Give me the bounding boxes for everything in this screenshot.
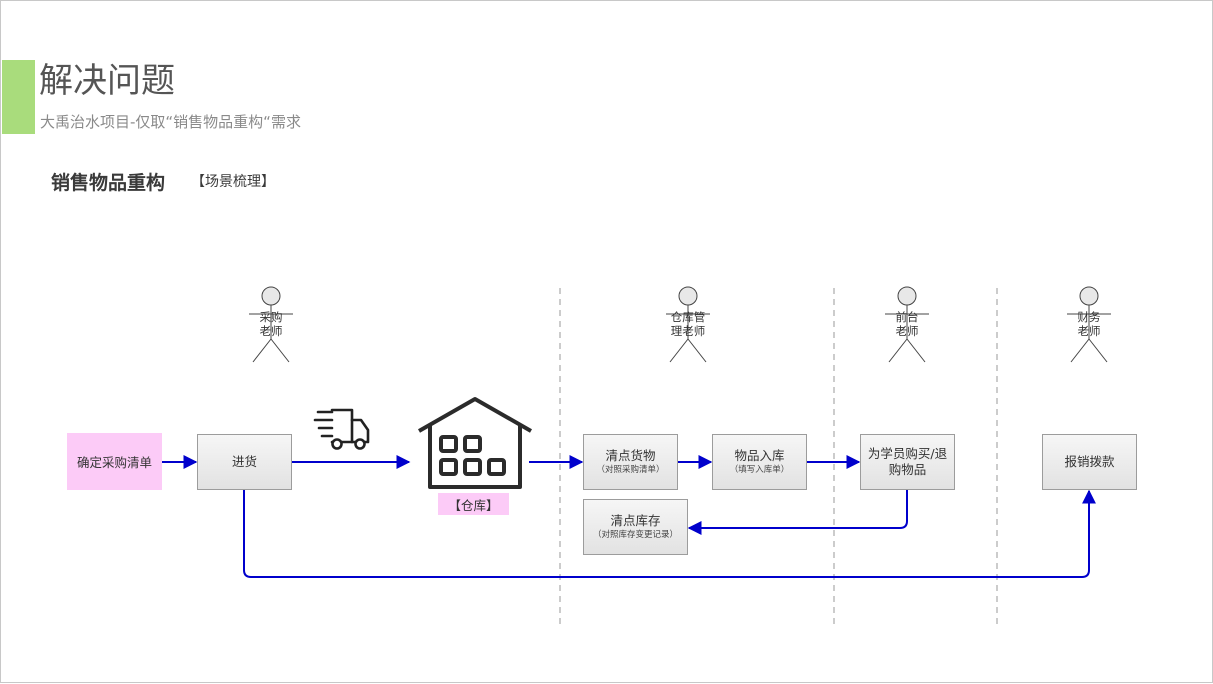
stick-figure-icon — [249, 286, 293, 363]
node-stock-in: 进货 — [197, 434, 292, 490]
node-label: 为学员购买/退购物品 — [867, 446, 948, 477]
node-label: 报销拨款 — [1064, 454, 1115, 469]
node-student-purchase: 为学员购买/退购物品 — [860, 434, 955, 490]
node-label: 物品入库 — [734, 448, 785, 463]
actor-purchasing-teacher: 采购 老师 — [241, 310, 301, 338]
node-label: 清点货物 — [605, 448, 656, 463]
node-count-inventory: 清点库存 （对照库存变更记录） — [583, 499, 688, 555]
actor-label-line: 老师 — [259, 324, 283, 338]
actor-label-line: 财务 — [1077, 310, 1101, 324]
actor-label-line: 仓库管 — [670, 310, 706, 324]
actor-front-desk-teacher: 前台 老师 — [877, 310, 937, 338]
node-label: 进货 — [231, 454, 257, 469]
node-goods-storage: 物品入库 （填写入库单） — [712, 434, 807, 490]
page-title: 解决问题 — [39, 61, 175, 101]
actor-label-line: 老师 — [1077, 324, 1101, 338]
stick-figure-icon — [885, 286, 929, 363]
actor-label-line: 理老师 — [670, 324, 706, 338]
page-subtitle: 大禹治水项目-仅取“销售物品重构“需求 — [40, 113, 301, 131]
warehouse-icon — [418, 397, 532, 489]
flow-arrow — [687, 490, 908, 535]
actor-label-line: 采购 — [259, 310, 283, 324]
section-tag: 【场景梳理】 — [191, 174, 275, 190]
node-count-goods: 清点货物 （对照采购清单） — [583, 434, 678, 490]
node-reimburse: 报销拨款 — [1042, 434, 1137, 490]
stick-figure-icon — [1067, 286, 1111, 363]
section-title: 销售物品重构 — [51, 172, 166, 194]
accent-bar — [2, 60, 35, 134]
node-sublabel: （对照采购清单） — [596, 465, 665, 475]
actor-label-line: 前台 — [895, 310, 919, 324]
actor-warehouse-teacher: 仓库管 理老师 — [653, 310, 723, 338]
warehouse-label: 【仓库】 — [438, 493, 509, 515]
stick-figure-icon — [666, 286, 710, 363]
node-sublabel: （填写入库单） — [729, 465, 790, 475]
flow-arrow — [243, 489, 1096, 578]
delivery-truck-icon — [313, 408, 370, 450]
node-label: 清点库存 — [610, 513, 661, 528]
node-sublabel: （对照库存变更记录） — [592, 530, 678, 540]
actor-label-line: 老师 — [895, 324, 919, 338]
actor-finance-teacher: 财务 老师 — [1059, 310, 1119, 338]
node-confirm-purchase-list: 确定采购清单 — [67, 433, 162, 490]
